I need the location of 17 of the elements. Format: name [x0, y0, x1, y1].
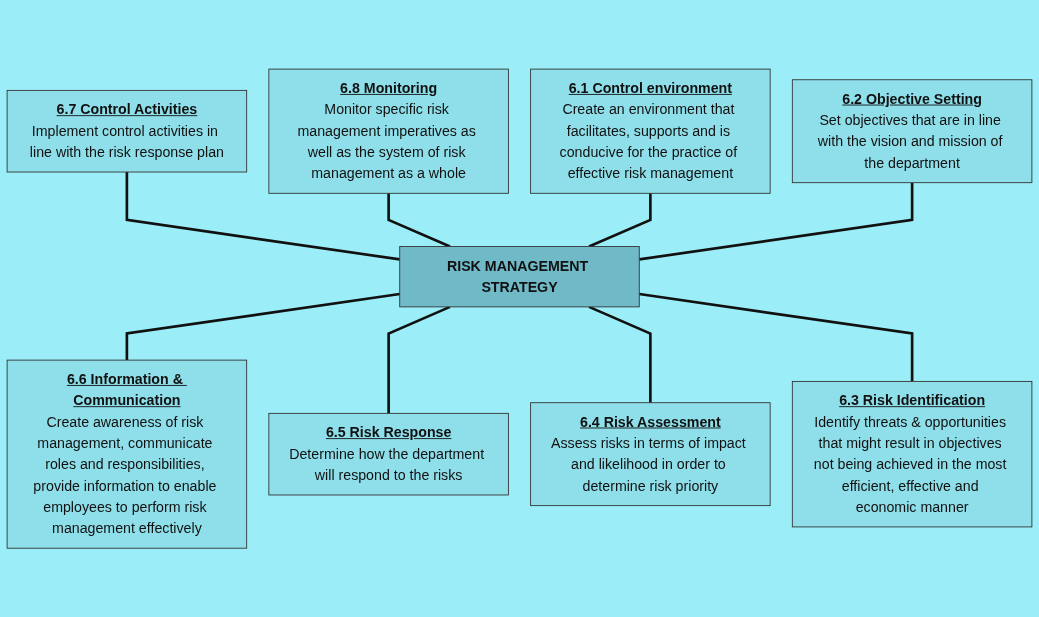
connector: [387, 305, 451, 414]
connector: [387, 193, 451, 248]
connector: [588, 305, 652, 403]
connector: [125, 171, 400, 261]
node-box: RISK MANAGEMENT STRATEGY: [399, 245, 640, 308]
node-box: 6.3 Risk Identification Identify threats & opportunities that might result in objectives not being achieved in the most efficient, effective and economic manner: [791, 380, 1033, 528]
connector: [639, 292, 914, 382]
node-box: 6.6 Information & Communication Create awareness of risk management, communicate roles and responsibilities, provide information to enable employees to perform risk management effectively: [6, 359, 248, 549]
connector: [125, 292, 400, 360]
node-box: 6.5 Risk Response Determine how the department will respond to the risks: [268, 412, 509, 496]
connector: [639, 182, 914, 261]
connector: [588, 193, 652, 248]
node-box: 6.7 Control Activities Implement control activities in line with the risk response plan: [6, 89, 248, 173]
node-box: 6.1 Control environment Create an environment that facilitates, supports and is conducive for the practice of effective risk management: [530, 68, 771, 194]
node-box: 6.4 Risk Assessment Assess risks in terms of impact and likelihood in order to determine risk priority: [530, 402, 771, 506]
node-box: 6.8 Monitoring Monitor specific risk management imperatives as well as the system of risk management as a whole: [268, 68, 509, 194]
node-box: 6.2 Objective Setting Set objectives that are in line with the vision and mission of the department: [791, 79, 1033, 183]
